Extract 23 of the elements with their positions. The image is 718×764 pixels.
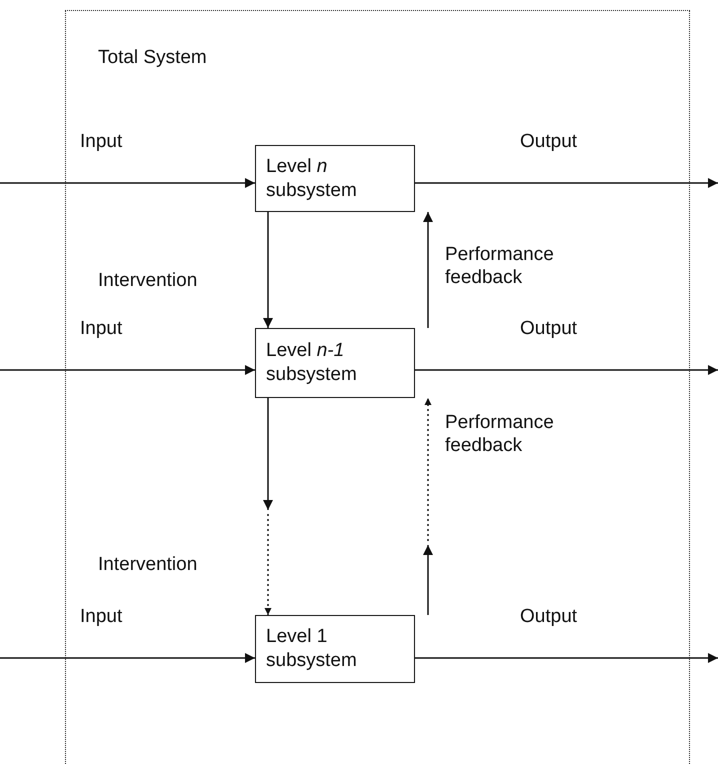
arrow: [0, 653, 255, 663]
subsystem-box: [255, 328, 415, 398]
system-title: Total System: [98, 47, 207, 69]
arrow: [423, 212, 433, 328]
arrow: [0, 178, 255, 188]
edge-label: Output: [520, 606, 578, 629]
edge-label: Input: [80, 606, 122, 629]
edge-label: Input: [80, 318, 122, 341]
box-label: Level n-1 subsystem: [266, 339, 358, 387]
arrow: [0, 365, 255, 375]
box-label: Level n subsystem: [266, 154, 358, 202]
arrow: [263, 212, 273, 328]
edge-label: Output: [520, 318, 578, 341]
arrow: [415, 653, 718, 663]
arrow: [415, 178, 718, 188]
arrow: [423, 398, 433, 615]
arrow: [263, 398, 273, 615]
edge-label: Output: [520, 131, 578, 154]
subsystem-box: [255, 615, 415, 683]
subsystem-box: [255, 145, 415, 212]
edge-label: Input: [80, 131, 122, 154]
box-label: Level 1 subsystem: [266, 625, 358, 673]
arrow: [415, 365, 718, 375]
